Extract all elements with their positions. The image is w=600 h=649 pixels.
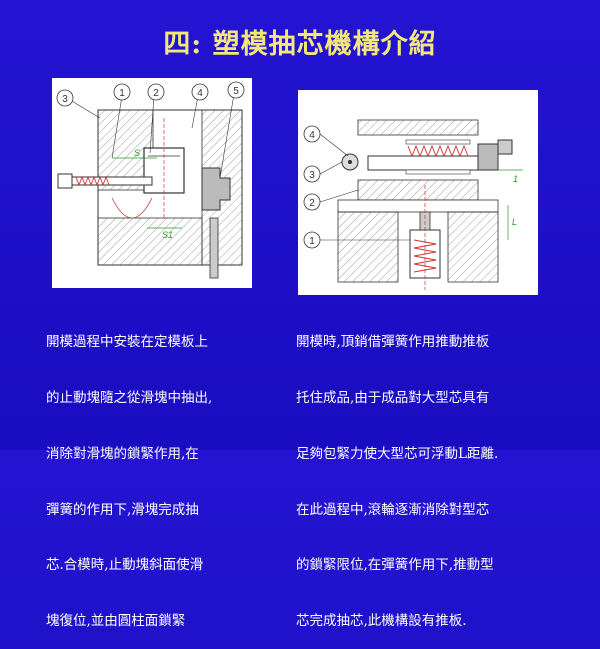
stop-block (201, 167, 231, 211)
callout-4: 4 (191, 83, 209, 101)
right-caption-line: 在此過程中,滾輪逐漸消除對型芯 (296, 501, 490, 518)
push-plate (337, 199, 499, 213)
svg-text:4: 4 (309, 130, 315, 141)
right-caption-line: 開模時,頂銷借彈簧作用推動推板 (296, 334, 490, 351)
callout-3: 3 (56, 89, 74, 107)
left-mold-diagram: S S1 3 1 2 4 5 (52, 78, 252, 288)
middle-plate (357, 179, 479, 201)
spring (75, 175, 110, 187)
callout-1: 1 (303, 231, 321, 249)
left-caption-line: 開模過程中安裝在定模板上 (46, 334, 208, 351)
left-caption-line: 彈簧的作用下,滑塊完成抽 (46, 501, 199, 518)
left-caption-line: 消除對滑塊的鎖緊作用,在 (46, 445, 199, 462)
right-caption-line: 的鎖緊限位,在彈簧作用下,推動型 (296, 557, 494, 574)
bottom-plate (97, 217, 203, 266)
slide-title: 四: 塑模抽芯機構介紹 (163, 29, 437, 60)
core-stop (477, 143, 499, 171)
annotation-l: L (512, 217, 517, 227)
left-caption: 開模過程中安裝在定模板上 的止動塊隨之從滑塊中抽出, 消除對滑塊的鎖緊作用,在 … (46, 296, 212, 649)
right-diagram-svg: 1 L 4 3 2 1 (303, 119, 523, 290)
left-caption-line: 芯.合模時,止動塊斜面使滑 (46, 557, 204, 574)
bottom-spring (413, 239, 437, 273)
svg-text:1: 1 (119, 88, 125, 99)
svg-text:5: 5 (233, 86, 239, 97)
upper-plate (357, 119, 479, 136)
callout-2: 2 (303, 193, 321, 211)
svg-text:3: 3 (309, 170, 315, 181)
left-caption-line: 的止動塊隨之從滑塊中抽出, (46, 389, 213, 406)
callout-3: 3 (303, 165, 321, 183)
svg-text:3: 3 (62, 94, 68, 105)
right-mold-diagram: 1 L 4 3 2 1 (298, 90, 538, 295)
lower-left-plate (337, 211, 399, 283)
annotation-s: S (134, 148, 140, 158)
pin-head (57, 173, 73, 189)
annotation-1: 1 (513, 174, 518, 184)
callout-1: 1 (113, 83, 131, 101)
right-caption-line: 托住成品,由于成品對大型芯具有 (296, 389, 490, 406)
svg-text:1: 1 (309, 236, 315, 247)
left-diagram-svg: S S1 3 1 2 4 5 (56, 81, 245, 279)
callout-4: 4 (303, 125, 321, 143)
annotation-s1: S1 (162, 230, 173, 240)
right-caption-line: 芯完成抽芯,此機構設有推板. (296, 613, 467, 630)
top-spring (407, 144, 469, 158)
svg-text:4: 4 (197, 88, 203, 99)
lock-pin (209, 217, 219, 279)
curve-mark (111, 197, 153, 219)
left-caption-line: 塊復位,並由圓柱面鎖緊 (46, 613, 186, 630)
svg-text:2: 2 (153, 88, 159, 99)
callout-2: 2 (147, 83, 165, 101)
core-pin (71, 176, 153, 186)
right-caption: 開模時,頂銷借彈簧作用推動推板 托住成品,由于成品對大型芯具有 足夠包緊力使大型… (296, 296, 498, 649)
lower-right-plate (447, 211, 499, 283)
svg-text:2: 2 (309, 198, 315, 209)
callout-5: 5 (227, 81, 245, 99)
right-caption-line: 足夠包緊力使大型芯可浮動L距離. (296, 445, 499, 462)
stop-head (497, 139, 513, 155)
